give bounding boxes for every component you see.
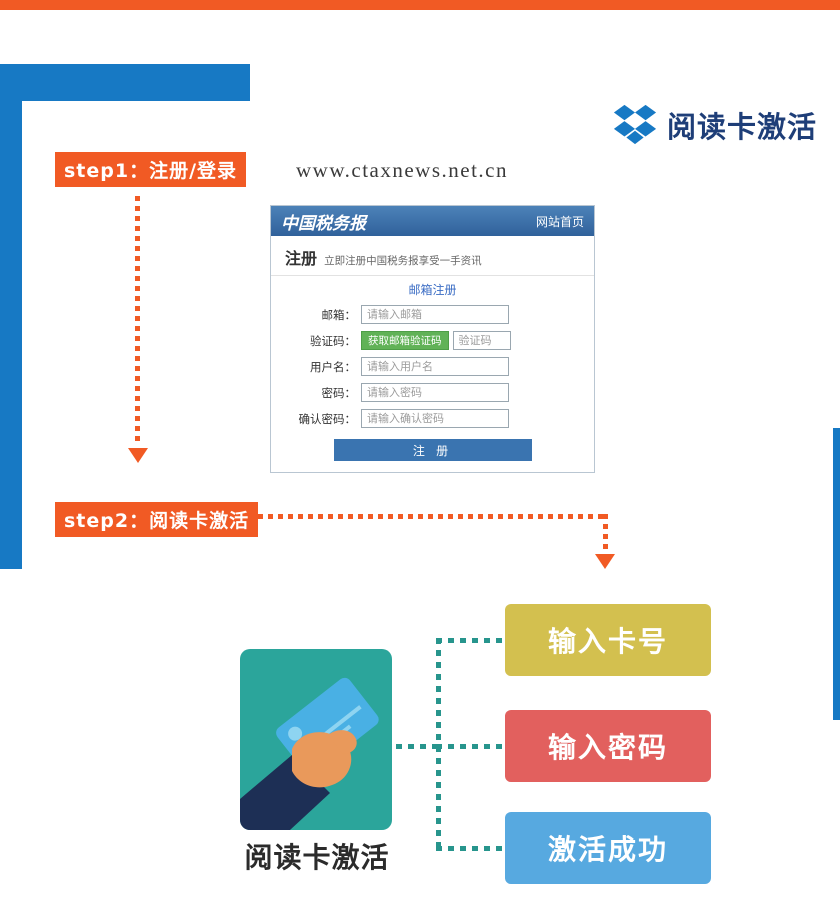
captcha-input[interactable] (452, 331, 511, 350)
flow-step-activation-success: 激活成功 (505, 812, 711, 884)
site-logo: 中国税务报 (281, 213, 366, 233)
website-url: www.ctaxnews.net.cn (296, 158, 508, 182)
flow-step-enter-password: 输入密码 (505, 710, 711, 782)
flow-connector-to-step1 (436, 638, 505, 643)
step1-label: step1：注册/登录 (55, 152, 247, 187)
step2-connector-line-vertical (603, 514, 608, 554)
step1-connector-line (135, 196, 140, 446)
activation-caption: 阅读卡激活 (244, 841, 390, 874)
flow-connector-to-step2 (436, 744, 505, 749)
email-row: 邮箱： (271, 305, 594, 324)
left-blue-bar-horizontal (0, 64, 250, 101)
step2-arrowhead-icon (595, 554, 615, 569)
captcha-row: 验证码： 获取邮箱验证码 (271, 331, 594, 350)
get-captcha-button[interactable]: 获取邮箱验证码 (361, 331, 449, 350)
email-input[interactable] (361, 305, 509, 324)
nav-home-link[interactable]: 网站首页 (535, 214, 584, 229)
top-accent-bar (0, 0, 840, 10)
username-label: 用户名： (310, 359, 356, 374)
brand-logo: 阅读卡激活 (612, 102, 817, 148)
left-blue-bar-vertical (0, 64, 22, 569)
email-register-link[interactable]: 邮箱注册 (408, 283, 457, 297)
hand-holding-card-illustration (240, 649, 392, 830)
step1-arrowhead-icon (128, 448, 148, 463)
register-title: 注册 (285, 249, 318, 268)
flow-connector-to-illustration (396, 744, 436, 749)
box-icon (612, 102, 658, 148)
register-title-row: 注册 立即注册中国税务报享受一手资讯 (271, 236, 594, 276)
username-row: 用户名： (271, 357, 594, 376)
password-label: 密码： (321, 385, 357, 400)
password-row: 密码： (271, 383, 594, 402)
register-subtitle: 立即注册中国税务报享受一手资讯 (324, 255, 482, 267)
confirm-password-input[interactable] (361, 409, 509, 428)
right-accent-strip (833, 428, 840, 720)
email-label: 邮箱： (321, 307, 357, 322)
flow-connector-to-step3 (436, 846, 505, 851)
username-input[interactable] (361, 357, 509, 376)
brand-title: 阅读卡激活 (667, 110, 818, 144)
registration-panel: 中国税务报 网站首页 注册 立即注册中国税务报享受一手资讯 邮箱注册 邮箱： 验… (270, 205, 595, 473)
step2-connector-line-horizontal (258, 514, 608, 519)
register-submit-button[interactable]: 注 册 (333, 439, 532, 461)
registration-panel-header: 中国税务报 网站首页 (271, 206, 594, 236)
confirm-password-row: 确认密码： (271, 409, 594, 428)
password-input[interactable] (361, 383, 509, 402)
flow-step-enter-card-number: 输入卡号 (505, 604, 711, 676)
confirm-password-label: 确认密码： (298, 411, 357, 426)
step2-label: step2：阅读卡激活 (55, 502, 259, 537)
captcha-label: 验证码： (310, 333, 356, 348)
